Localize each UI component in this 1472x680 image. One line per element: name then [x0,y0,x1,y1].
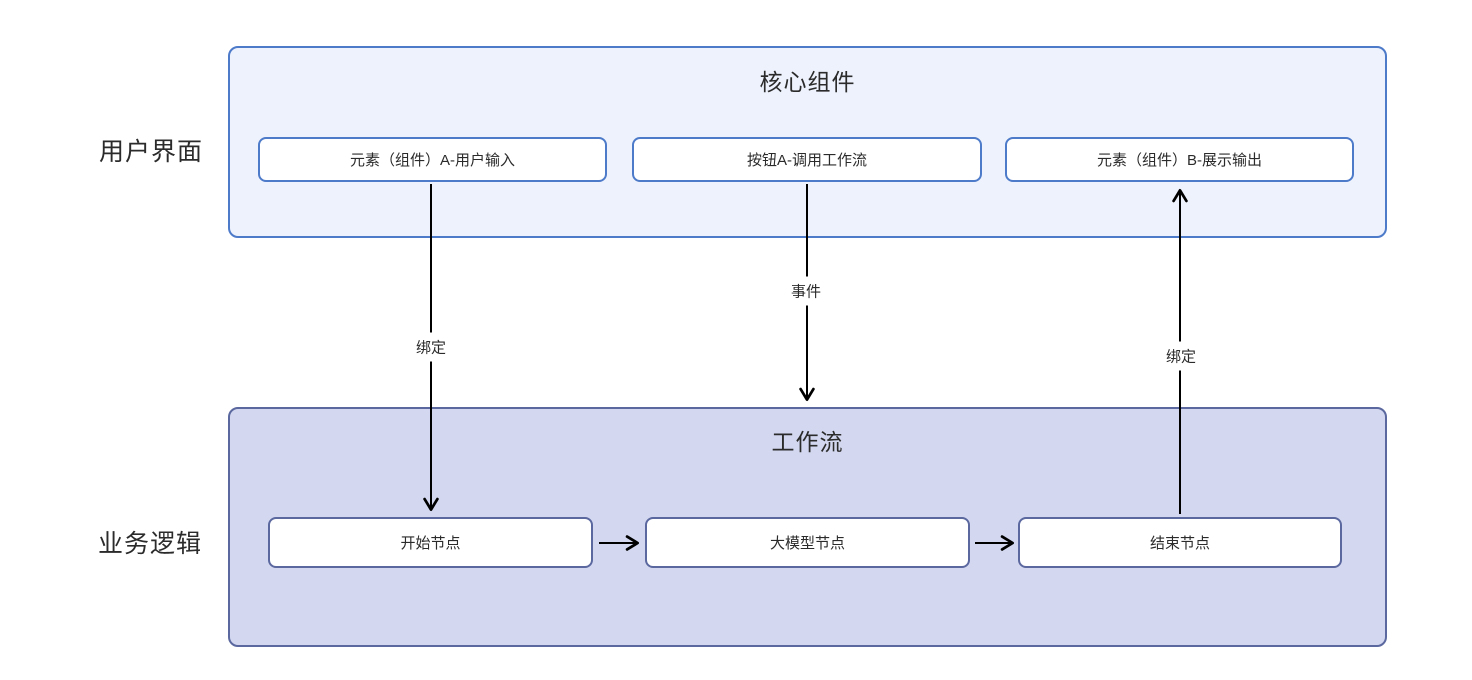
node-start: 开始节点 [268,517,593,568]
node-llm: 大模型节点 [645,517,970,568]
workflow-layer-container: 工作流 开始节点 大模型节点 结束节点 [228,407,1387,647]
node-button-a-invoke-workflow: 按钮A-调用工作流 [632,137,982,182]
node-element-a-user-input: 元素（组件）A-用户输入 [258,137,607,182]
side-label-user-interface: 用户界面 [98,138,203,166]
edge-label-event: 事件 [785,276,827,306]
node-element-b-display-output: 元素（组件）B-展示输出 [1005,137,1354,182]
ui-layer-container: 核心组件 元素（组件）A-用户输入 按钮A-调用工作流 元素（组件）B-展示输出 [228,46,1387,238]
ui-layer-title: 核心组件 [759,69,856,95]
node-end: 结束节点 [1018,517,1342,568]
edge-label-bind-right: 绑定 [1160,341,1202,371]
workflow-layer-title: 工作流 [771,429,844,455]
side-label-business-logic: 业务逻辑 [97,530,202,558]
edge-label-bind-left: 绑定 [410,332,452,362]
